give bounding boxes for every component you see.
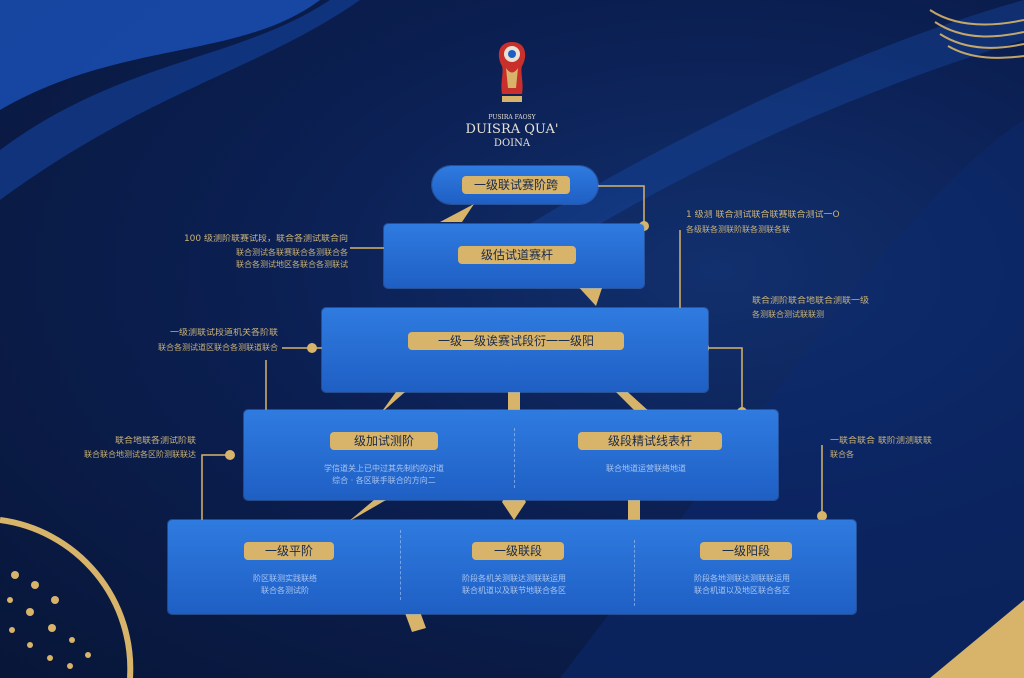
node-level3-label: 一级一级诶赛试段衍一一级阳 xyxy=(408,332,624,350)
node-level5-c-sub1: 阶段各地测联达测联联运用 xyxy=(694,574,790,583)
annotation-right-1-line2: 各级联各测联阶联各测联各联 xyxy=(686,225,790,234)
trophy-logo-icon xyxy=(498,42,526,102)
diagram-node-level4 xyxy=(244,410,778,500)
annotation-left-2-line2: 联合各测试道区联合各测联道联合 xyxy=(158,343,278,352)
node-level5-c-sub2: 联合机道以及地区联合各区 xyxy=(694,586,790,595)
annotation-left-1-line1: 100 级测阶联赛试段，联合各测试联合向 xyxy=(183,234,348,244)
node-top-label: 一级联试赛阶跨 xyxy=(462,176,570,194)
diagram-node-level3 xyxy=(322,308,708,392)
node-level5-b-sub2: 联合机道以及联节地联合各区 xyxy=(462,586,566,595)
node-level5-a-label: 一级平阶 xyxy=(244,542,334,560)
brand-main: DUISRA QUA' xyxy=(465,122,559,137)
level5-divider-1 xyxy=(400,530,401,600)
node-level5-a-sub2: 联合各测试阶 xyxy=(261,586,309,595)
node-level5-c-label: 一级阳段 xyxy=(700,542,792,560)
level5-divider-2 xyxy=(634,540,635,606)
node-level4-a-label: 级加试测阶 xyxy=(330,432,438,450)
annotation-left-1-line3: 联合各测试地区各联合各测联试 xyxy=(236,260,348,269)
annotation-right-2-line2: 各测联合测试联联测 xyxy=(752,310,824,319)
node-level2-label: 级估试道赛杆 xyxy=(458,246,576,264)
node-level4-b-sub1: 联合地道运营联络地道 xyxy=(606,464,686,473)
node-level4-a-sub2: 综合 · 各区联手联合的方向二 xyxy=(332,476,436,485)
annotation-left-2-line1: 一级测联试段道机关各阶联 xyxy=(169,328,278,338)
node-level4-a-sub1: 学信道关上已中过其先制约的对道 xyxy=(324,464,444,473)
annotation-left-1-line2: 联合测试各联赛联合各测联合各 xyxy=(236,248,348,257)
node-level5-b-sub1: 阶段各机关测联达测联联运用 xyxy=(462,574,566,583)
node-level5-a-sub1: 阶区联测实践联络 xyxy=(253,574,317,583)
annotation-right-3-line2: 联合各 xyxy=(830,450,854,459)
brand-sub: DOINA xyxy=(493,138,531,149)
diagram-node-level5 xyxy=(168,520,856,614)
node-level5-b-label: 一级联段 xyxy=(472,542,564,560)
node-level4-b-label: 级段精试线表杆 xyxy=(578,432,722,450)
annotation-left-3-line1: 联合地联各测试阶联 xyxy=(114,436,196,446)
annotation-right-3-line1: 一联合联合 联阶测测联联 xyxy=(830,436,932,446)
annotation-left-3-line2: 联合联合地测试各区阶测联联达 xyxy=(84,450,196,459)
brand-small: PUSIRA FAOSY xyxy=(488,114,536,121)
annotation-right-1-line1: 1 级测 联合测试联合联赛联合测试一O xyxy=(686,210,840,220)
level4-divider xyxy=(514,428,515,488)
annotation-right-2-line1: 联合测阶联合地联合测联一级 xyxy=(752,296,870,306)
